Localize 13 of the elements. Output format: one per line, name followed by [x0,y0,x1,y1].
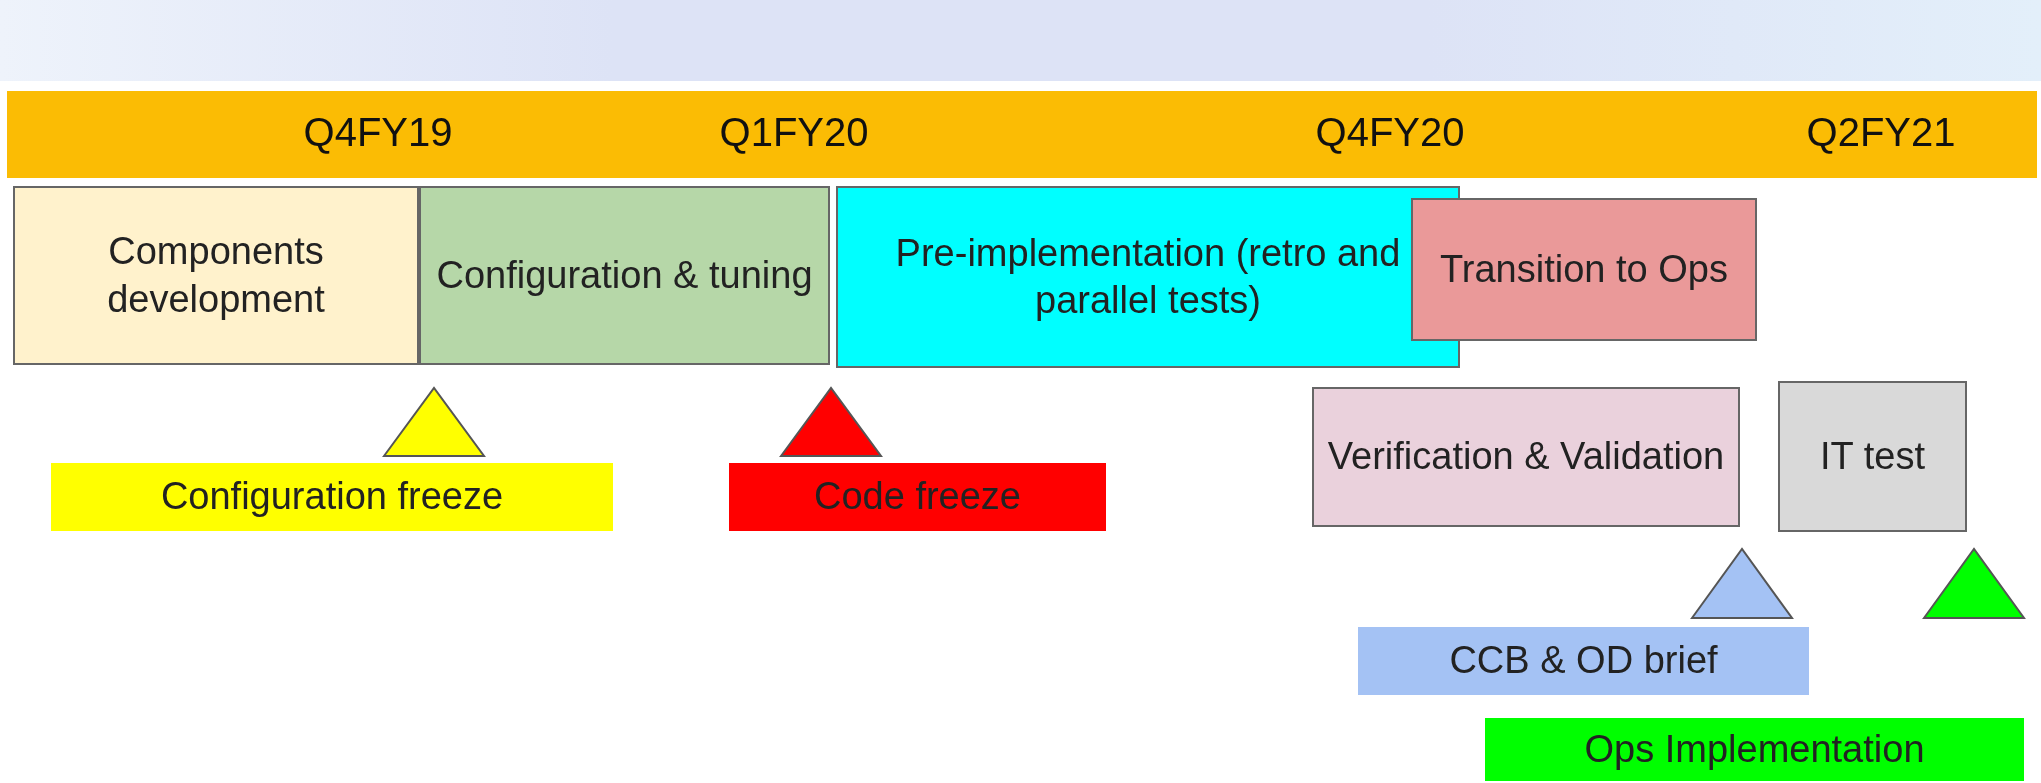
phase-box: Verification & Validation [1312,387,1740,527]
phase-box: Transition to Ops [1411,198,1757,341]
phase-box: IT test [1778,381,1967,532]
quarter-label: Q1FY20 [719,110,869,155]
phase-box: Components development [13,186,419,365]
quarter-label: Q2FY21 [1806,110,1956,155]
milestone-label: Configuration freeze [51,463,613,531]
phase-box: Configuration & tuning [419,186,830,365]
milestone-label: Code freeze [729,463,1106,531]
quarter-label: Q4FY20 [1315,110,1465,155]
quarter-label: Q4FY19 [303,110,453,155]
milestone-label: Ops Implementation [1485,718,2024,781]
milestone-label: CCB & OD brief [1358,627,1809,695]
